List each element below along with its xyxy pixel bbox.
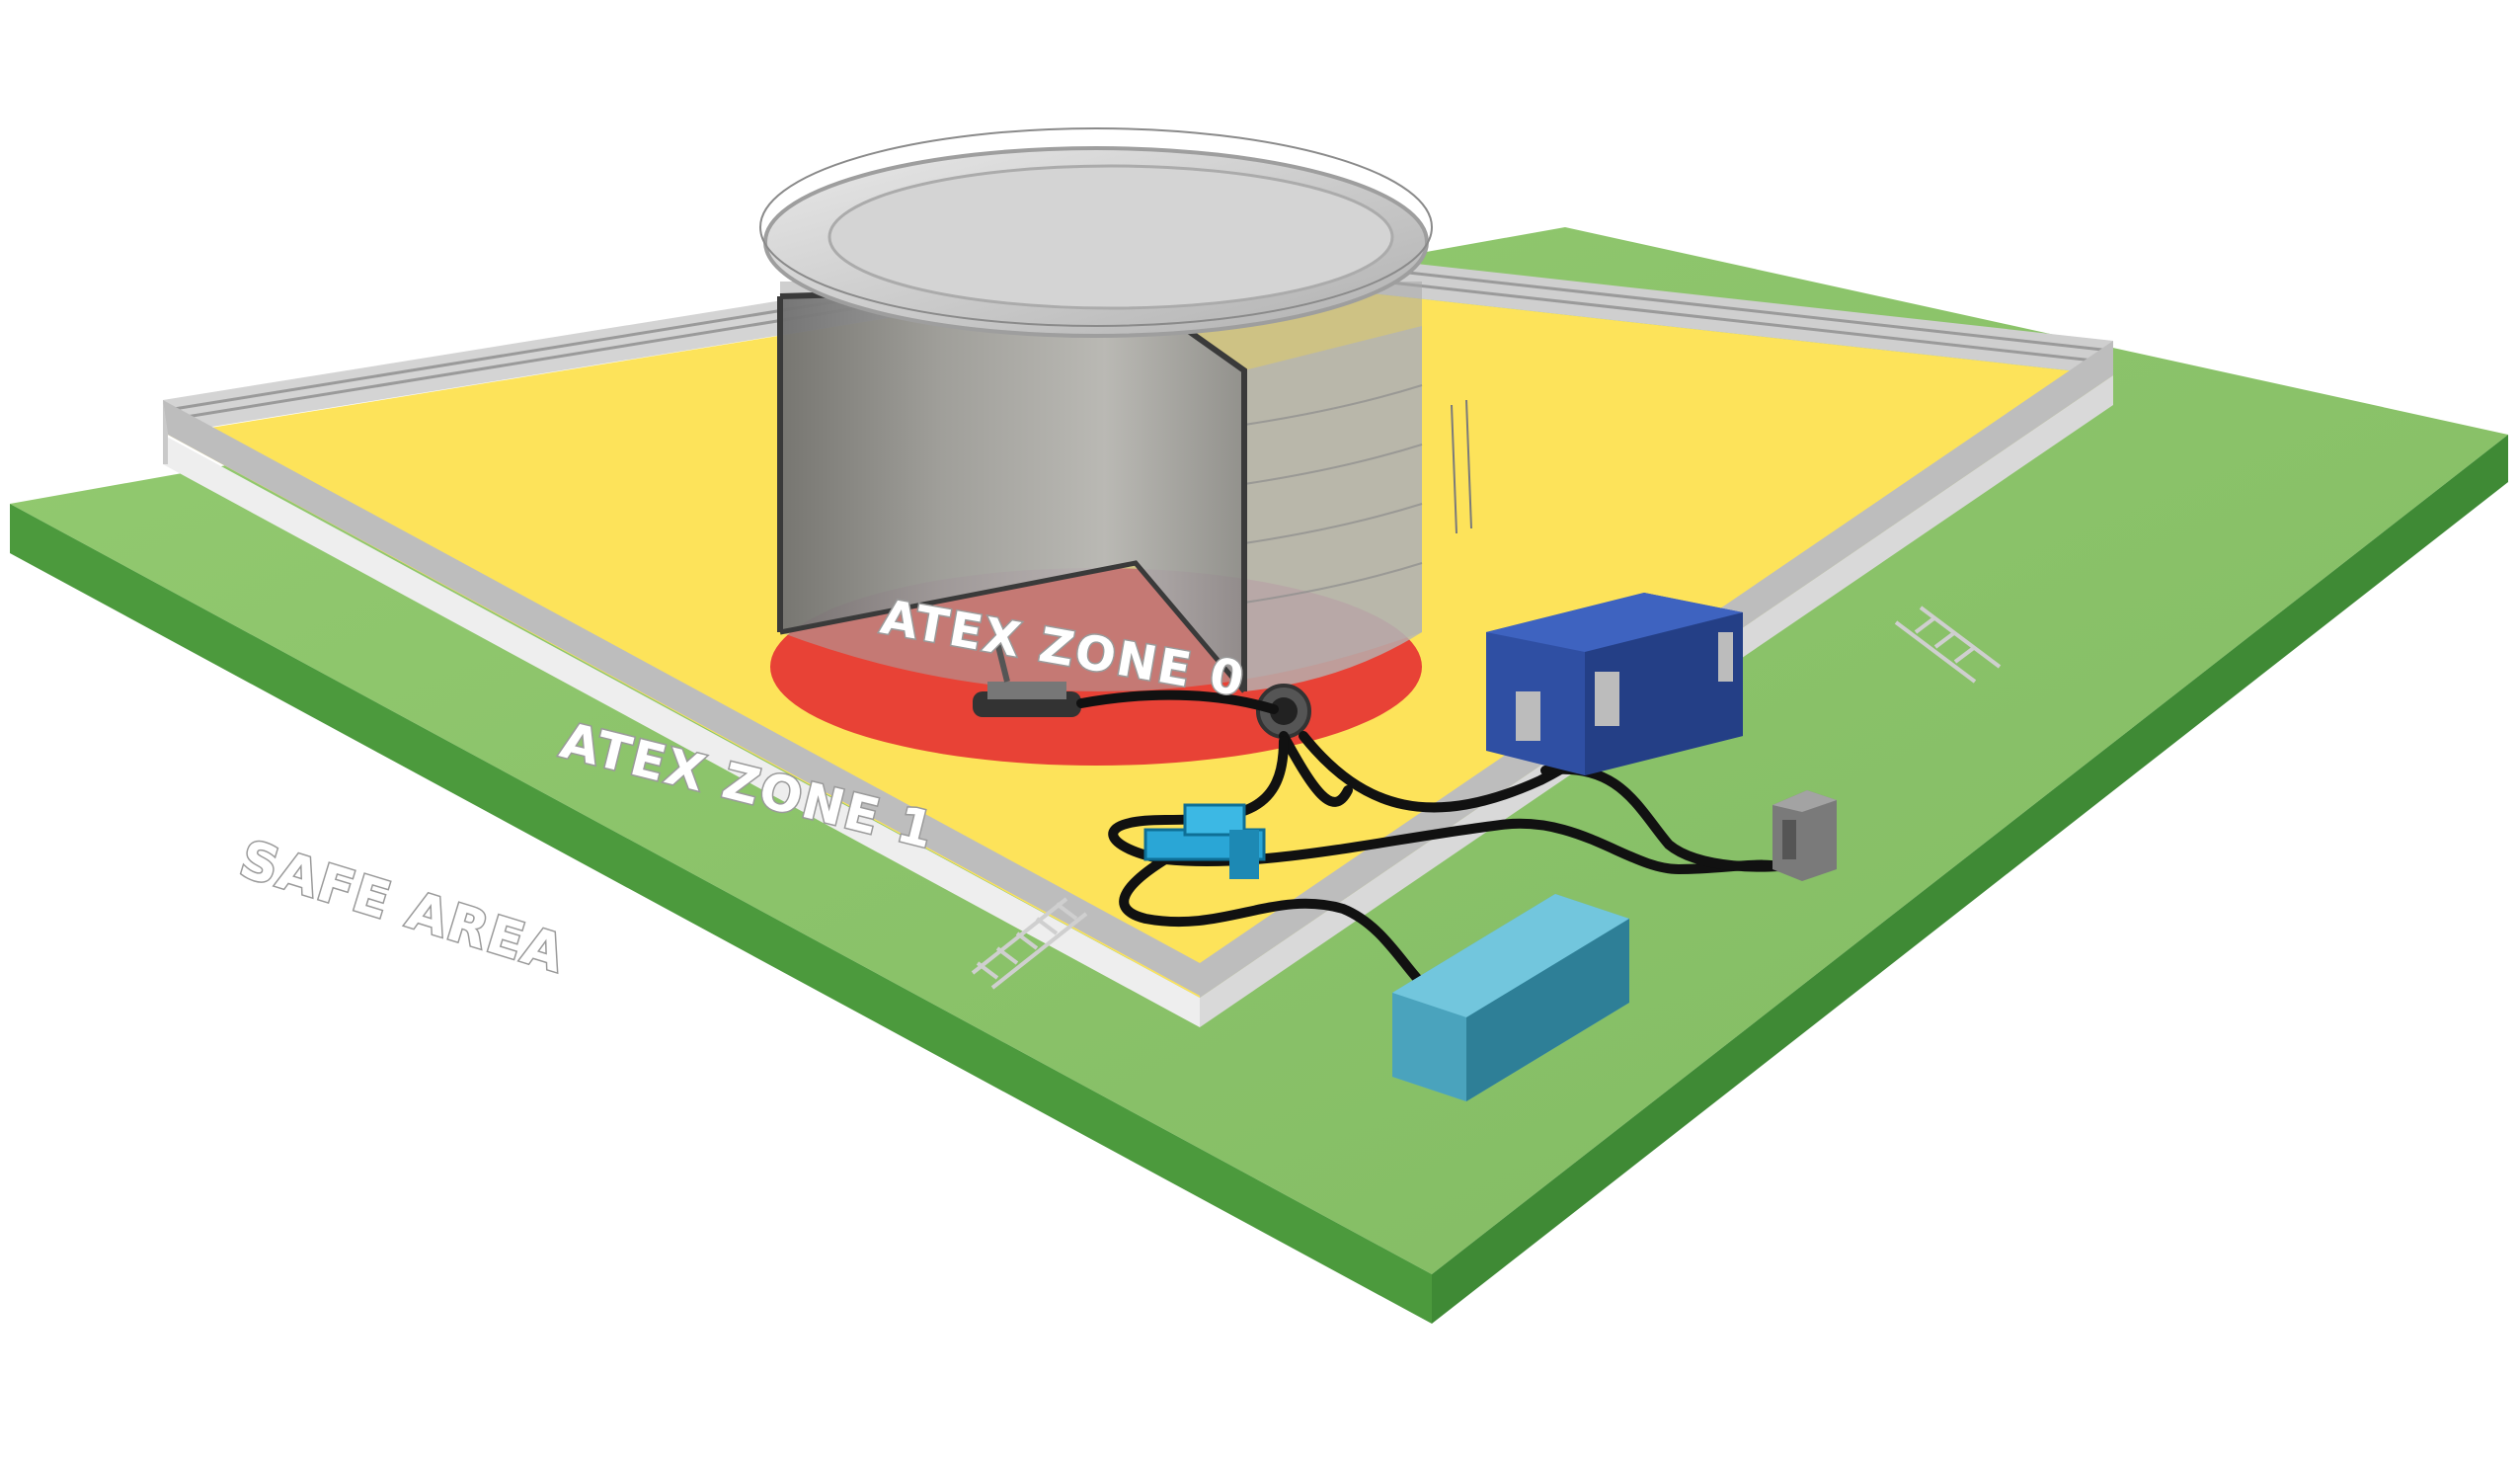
stairs-icon	[1894, 606, 2002, 684]
safe-area-label: SAFE AREA	[233, 830, 573, 985]
stairs-icon	[971, 897, 1088, 990]
grass-side-right	[1432, 435, 2508, 1324]
pump-skid-icon	[1143, 803, 1266, 879]
power-unit-icon	[1772, 790, 1837, 881]
storage-container-icon	[1392, 894, 1629, 1101]
crawler-robot-icon	[973, 641, 1081, 717]
grass-side-left	[10, 504, 1432, 1324]
manway-icon	[1256, 684, 1311, 739]
control-container-icon	[1486, 593, 1743, 775]
storage-tank	[759, 127, 1472, 693]
